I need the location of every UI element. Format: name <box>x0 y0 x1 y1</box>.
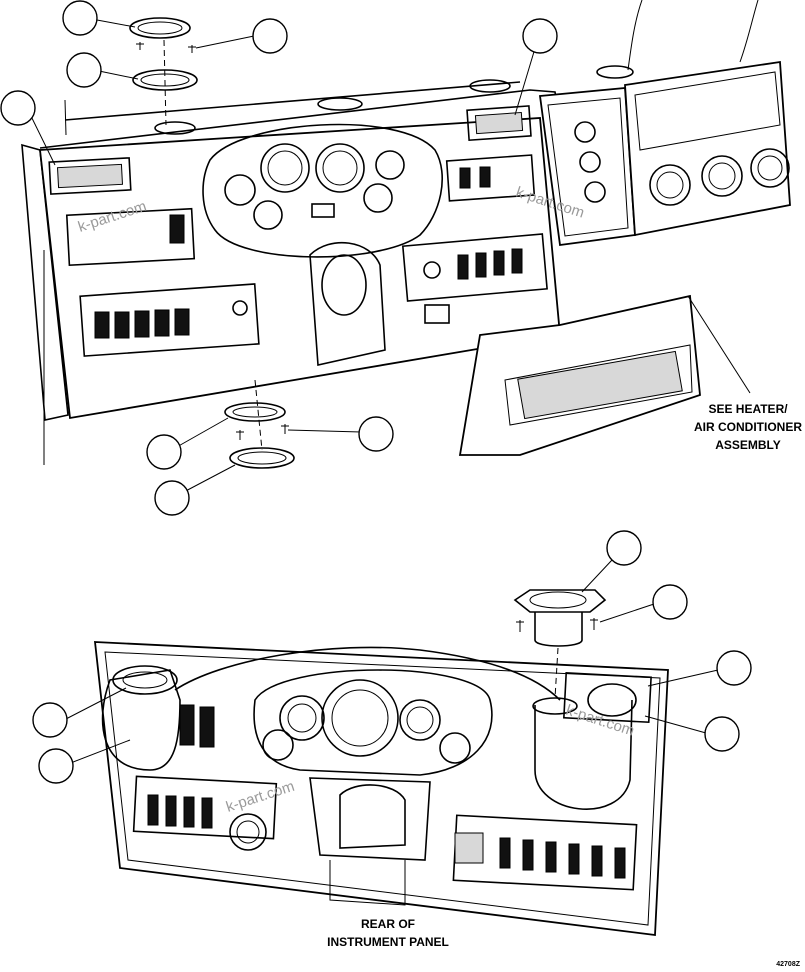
callout-circle <box>146 434 182 470</box>
callout-circle <box>62 0 98 36</box>
callout-circle <box>652 584 688 620</box>
heater-note-line-3: ASSEMBLY <box>715 438 781 452</box>
callout-circle <box>66 52 102 88</box>
callout-markers <box>0 0 752 784</box>
rear-panel-assembly <box>63 559 719 937</box>
callout-circle <box>38 748 74 784</box>
callout-circle <box>606 530 642 566</box>
callout-circle <box>522 18 558 54</box>
rear-note-line-2: INSTRUMENT PANEL <box>327 935 449 949</box>
heater-note: SEE HEATER/ AIR CONDITIONER ASSEMBLY <box>694 402 802 452</box>
callout-circle <box>358 416 394 452</box>
callout-circle <box>704 716 740 752</box>
front-dash-assembly <box>21 0 791 495</box>
figure-id: 42708Z <box>776 961 800 968</box>
rear-note-line-1: REAR OF <box>361 917 415 931</box>
callout-circle <box>716 650 752 686</box>
callout-circle <box>252 18 288 54</box>
heater-note-line-1: SEE HEATER/ <box>708 402 788 416</box>
callout-circle <box>0 90 36 126</box>
heater-note-line-2: AIR CONDITIONER <box>694 420 802 434</box>
callout-circle <box>32 702 68 738</box>
callout-circle <box>154 480 190 516</box>
rear-note: REAR OF INSTRUMENT PANEL <box>327 917 449 949</box>
